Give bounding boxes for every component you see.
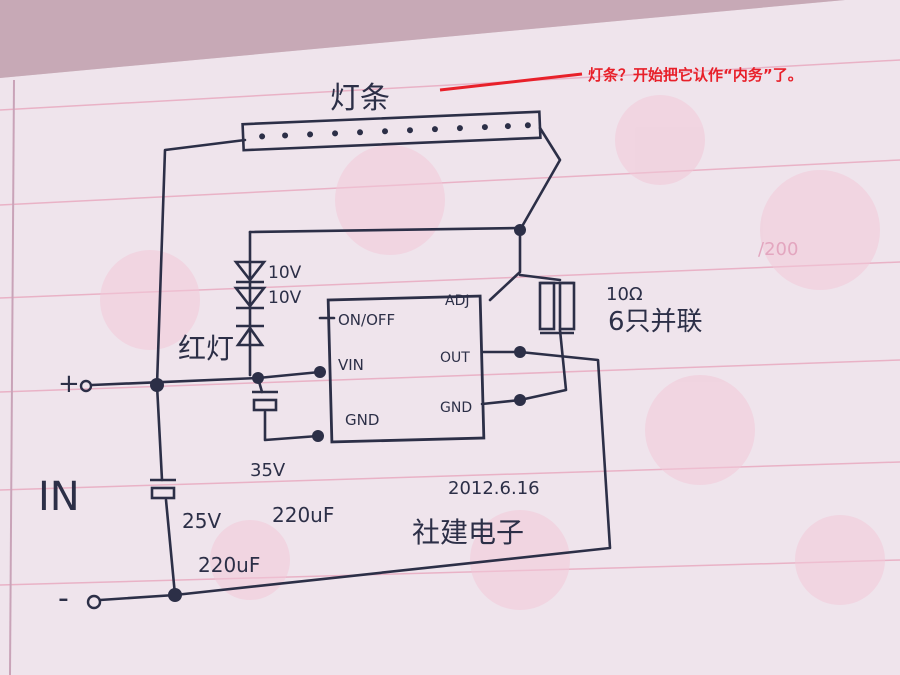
pin-adj: ADJ — [445, 293, 470, 309]
led-dots — [259, 122, 531, 140]
red-led-label: 红灯 — [178, 332, 234, 365]
minus-terminal — [86, 594, 102, 610]
table-surface — [0, 0, 845, 78]
red-led-symbol — [235, 324, 265, 347]
regulator-ic: ON/OFF VIN GND ADJ OUT GND — [326, 293, 486, 444]
pin-vin: VIN — [338, 356, 364, 374]
junction-dots — [150, 224, 526, 602]
resistor-note: 6只并联 — [608, 307, 703, 337]
pin-on-off: ON/OFF — [338, 311, 395, 329]
small-cap-voltage: 35V — [250, 460, 286, 481]
plus-terminal-label: + — [58, 369, 80, 399]
zener-upper-label: 10V — [268, 263, 302, 283]
input-label: IN — [38, 474, 80, 520]
input-capacitor — [150, 478, 176, 500]
page-number-watermark: /200 — [758, 239, 798, 260]
zener-lower-label: 10V — [268, 288, 302, 308]
minus-terminal-label: - — [58, 581, 69, 616]
resistor-pack — [538, 281, 576, 335]
date-label: 2012.6.16 — [448, 478, 540, 499]
pin-gnd-right: GND — [440, 400, 472, 416]
zener-diode-lower — [233, 286, 267, 310]
margin-line — [9, 79, 15, 675]
plus-terminal — [79, 379, 93, 393]
author-label: 社建电子 — [412, 516, 524, 549]
small-cap-value: 220uF — [272, 503, 334, 527]
zener-diode-upper — [233, 260, 267, 284]
pin-gnd-left: GND — [345, 411, 379, 429]
resistor-value: 10Ω — [606, 284, 643, 305]
big-cap-voltage: 25V — [182, 509, 221, 533]
annotation-pointer — [439, 72, 583, 92]
output-capacitor — [252, 390, 278, 412]
flower-pattern — [100, 95, 885, 610]
circuit-wires — [90, 126, 612, 602]
big-cap-value: 220uF — [198, 553, 260, 577]
light-strip-label: 灯条 — [330, 81, 390, 116]
annotation-caption: 灯条？开始把它认作“内务”了。 — [588, 66, 803, 84]
pin-out: OUT — [440, 350, 470, 366]
light-strip — [241, 110, 542, 152]
